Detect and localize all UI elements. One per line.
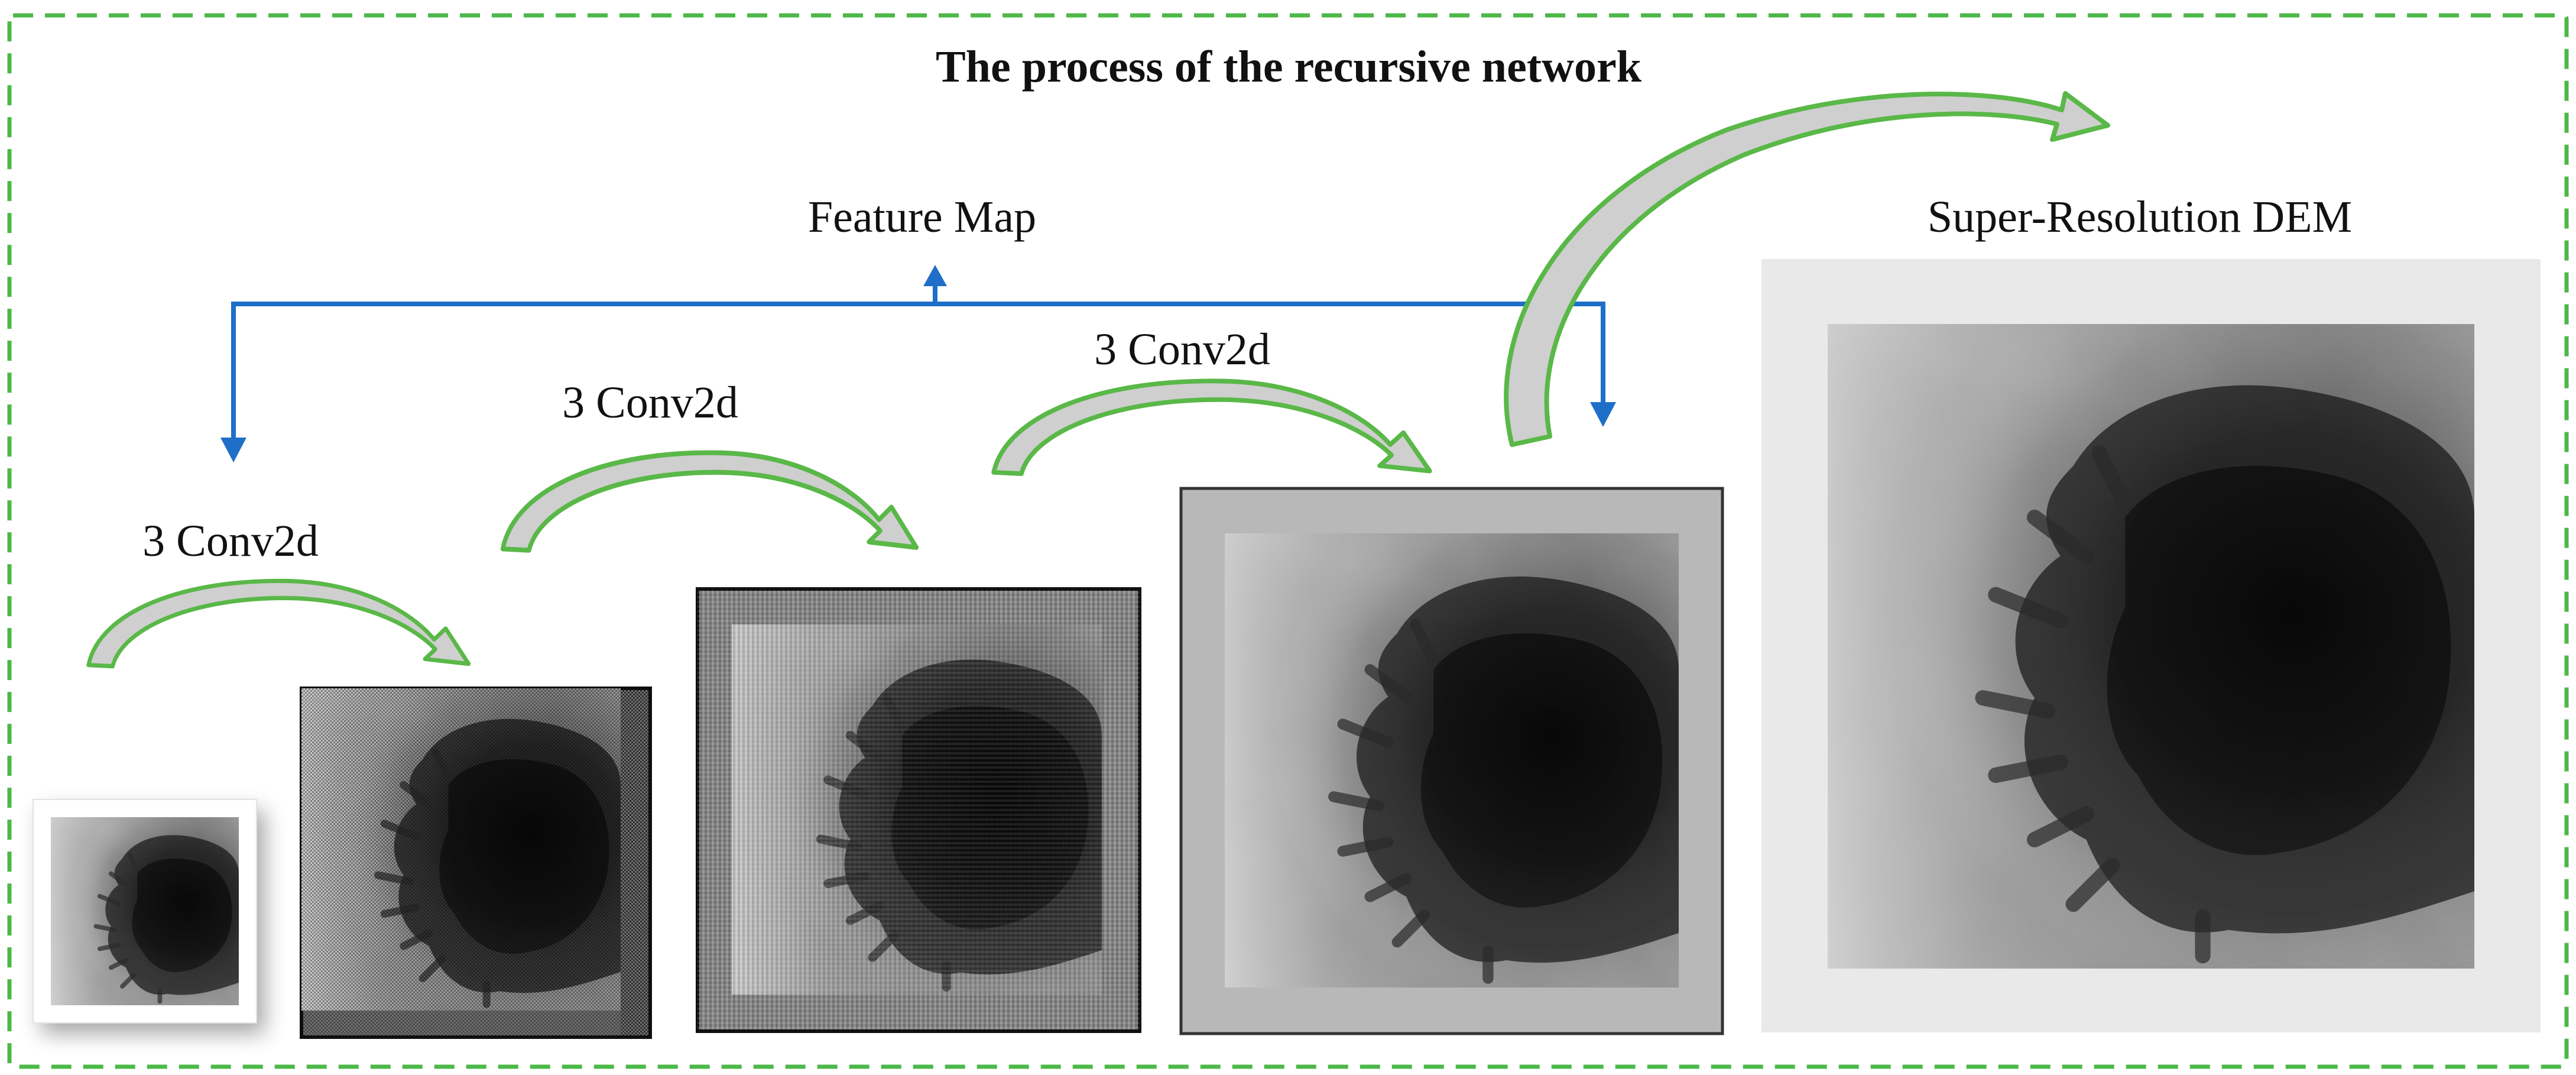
feature-map-down-arrowhead-left: [220, 438, 246, 462]
curve-arrow-3: [994, 381, 1430, 474]
feature-map-connector: [231, 283, 1605, 443]
feature-map-image-1: [300, 687, 652, 1039]
super-resolution-dem-image: [1761, 259, 2541, 1032]
dashed-frame: [7, 13, 2569, 1069]
curve-arrow-to-output: [1504, 91, 2110, 447]
super-resolution-label: Super-Resolution DEM: [1928, 192, 2352, 242]
input-dem-image: [33, 799, 265, 1034]
feature-map-up-arrowhead: [923, 265, 947, 286]
curve-arrow-1: [89, 581, 469, 666]
feature-map-down-arrowhead-right: [1590, 402, 1616, 427]
curve-arrow-2: [503, 453, 917, 551]
feature-map-image-2: [696, 587, 1141, 1033]
conv-label-2: 3 Conv2d: [562, 378, 738, 428]
feature-map-image-3: [1179, 487, 1724, 1035]
diagram-title: The process of the recursive network: [936, 42, 1642, 92]
feature-map-label: Feature Map: [808, 192, 1036, 242]
conv-label-1: 3 Conv2d: [142, 516, 319, 566]
conv-label-3: 3 Conv2d: [1094, 325, 1270, 374]
